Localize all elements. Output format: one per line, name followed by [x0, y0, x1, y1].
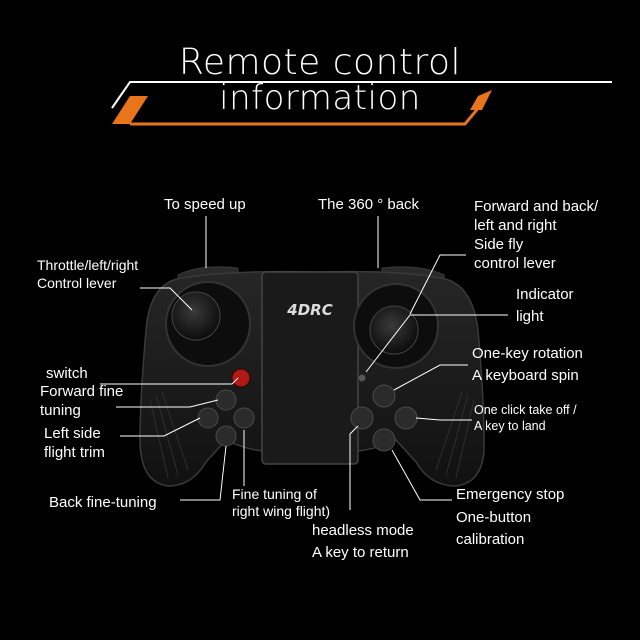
- label-indicator-line2: light: [516, 308, 544, 325]
- title-line-1: Remote control: [178, 42, 462, 83]
- indicator-light: [358, 374, 366, 382]
- right-action-buttons[interactable]: [350, 384, 418, 452]
- label-takeoff-line1: One click take off /: [474, 403, 577, 417]
- label-speed-up: To speed up: [164, 196, 246, 213]
- brand-logo: 4DRC: [286, 301, 332, 319]
- label-forward-back-line4: control lever: [474, 255, 556, 272]
- label-left-trim: Left side flight trim: [44, 424, 105, 462]
- label-throttle-line2: Control lever: [37, 275, 117, 291]
- label-calibration-line2: calibration: [456, 531, 525, 548]
- label-emergency: Emergency stop: [456, 486, 565, 503]
- label-right-trim-line2: right wing flight): [232, 503, 331, 519]
- power-switch[interactable]: [231, 368, 251, 388]
- label-360-back: The 360 ° back: [318, 196, 420, 213]
- label-left-trim-line1: Left side: [44, 425, 101, 442]
- label-throttle: Throttle/left/right Control lever: [37, 256, 138, 292]
- label-forward-fine-line2: tuning: [40, 402, 81, 419]
- right-control-stick[interactable]: [369, 305, 419, 355]
- label-takeoff: One click take off / A key to land: [474, 402, 577, 434]
- label-throttle-line1: Throttle/left/right: [37, 257, 139, 273]
- label-forward-back-line3: Side fly: [474, 236, 524, 253]
- label-forward-back: Forward and back/ left and right Side fl…: [474, 197, 598, 273]
- label-rotation: One-key rotation A keyboard spin: [472, 343, 583, 387]
- title-frame: [111, 81, 612, 126]
- label-indicator: Indicator light: [516, 284, 574, 328]
- label-rotation-line2: A keyboard spin: [472, 367, 579, 384]
- label-switch: switch: [46, 365, 88, 382]
- title-line-2: information: [219, 78, 421, 118]
- label-right-trim-line1: Fine tuning of: [232, 486, 317, 502]
- label-left-trim-line2: flight trim: [44, 444, 105, 461]
- center-panel: [261, 271, 359, 465]
- label-rotation-line1: One-key rotation: [472, 345, 583, 362]
- label-forward-back-line2: left and right: [474, 217, 557, 234]
- label-forward-fine-line1: Forward fine: [40, 383, 124, 400]
- label-indicator-line1: Indicator: [516, 286, 574, 303]
- label-headless: headless mode A key to return: [312, 520, 414, 564]
- left-control-stick[interactable]: [171, 291, 221, 341]
- label-calibration: One-button calibration: [456, 507, 531, 551]
- label-forward-back-line1: Forward and back/: [474, 198, 599, 215]
- label-back-fine: Back fine-tuning: [49, 494, 157, 511]
- callout-lines: [100, 216, 508, 510]
- label-right-trim: Fine tuning of right wing flight): [232, 486, 330, 520]
- title-banner: Remote control information: [0, 0, 640, 140]
- left-dpad[interactable]: [197, 389, 255, 447]
- label-calibration-line1: One-button: [456, 509, 532, 526]
- label-forward-fine: Forward fine tuning: [40, 382, 123, 420]
- label-takeoff-line2: A key to land: [474, 419, 546, 433]
- label-headless-line1: headless mode: [312, 522, 414, 539]
- label-headless-line2: A key to return: [312, 544, 409, 561]
